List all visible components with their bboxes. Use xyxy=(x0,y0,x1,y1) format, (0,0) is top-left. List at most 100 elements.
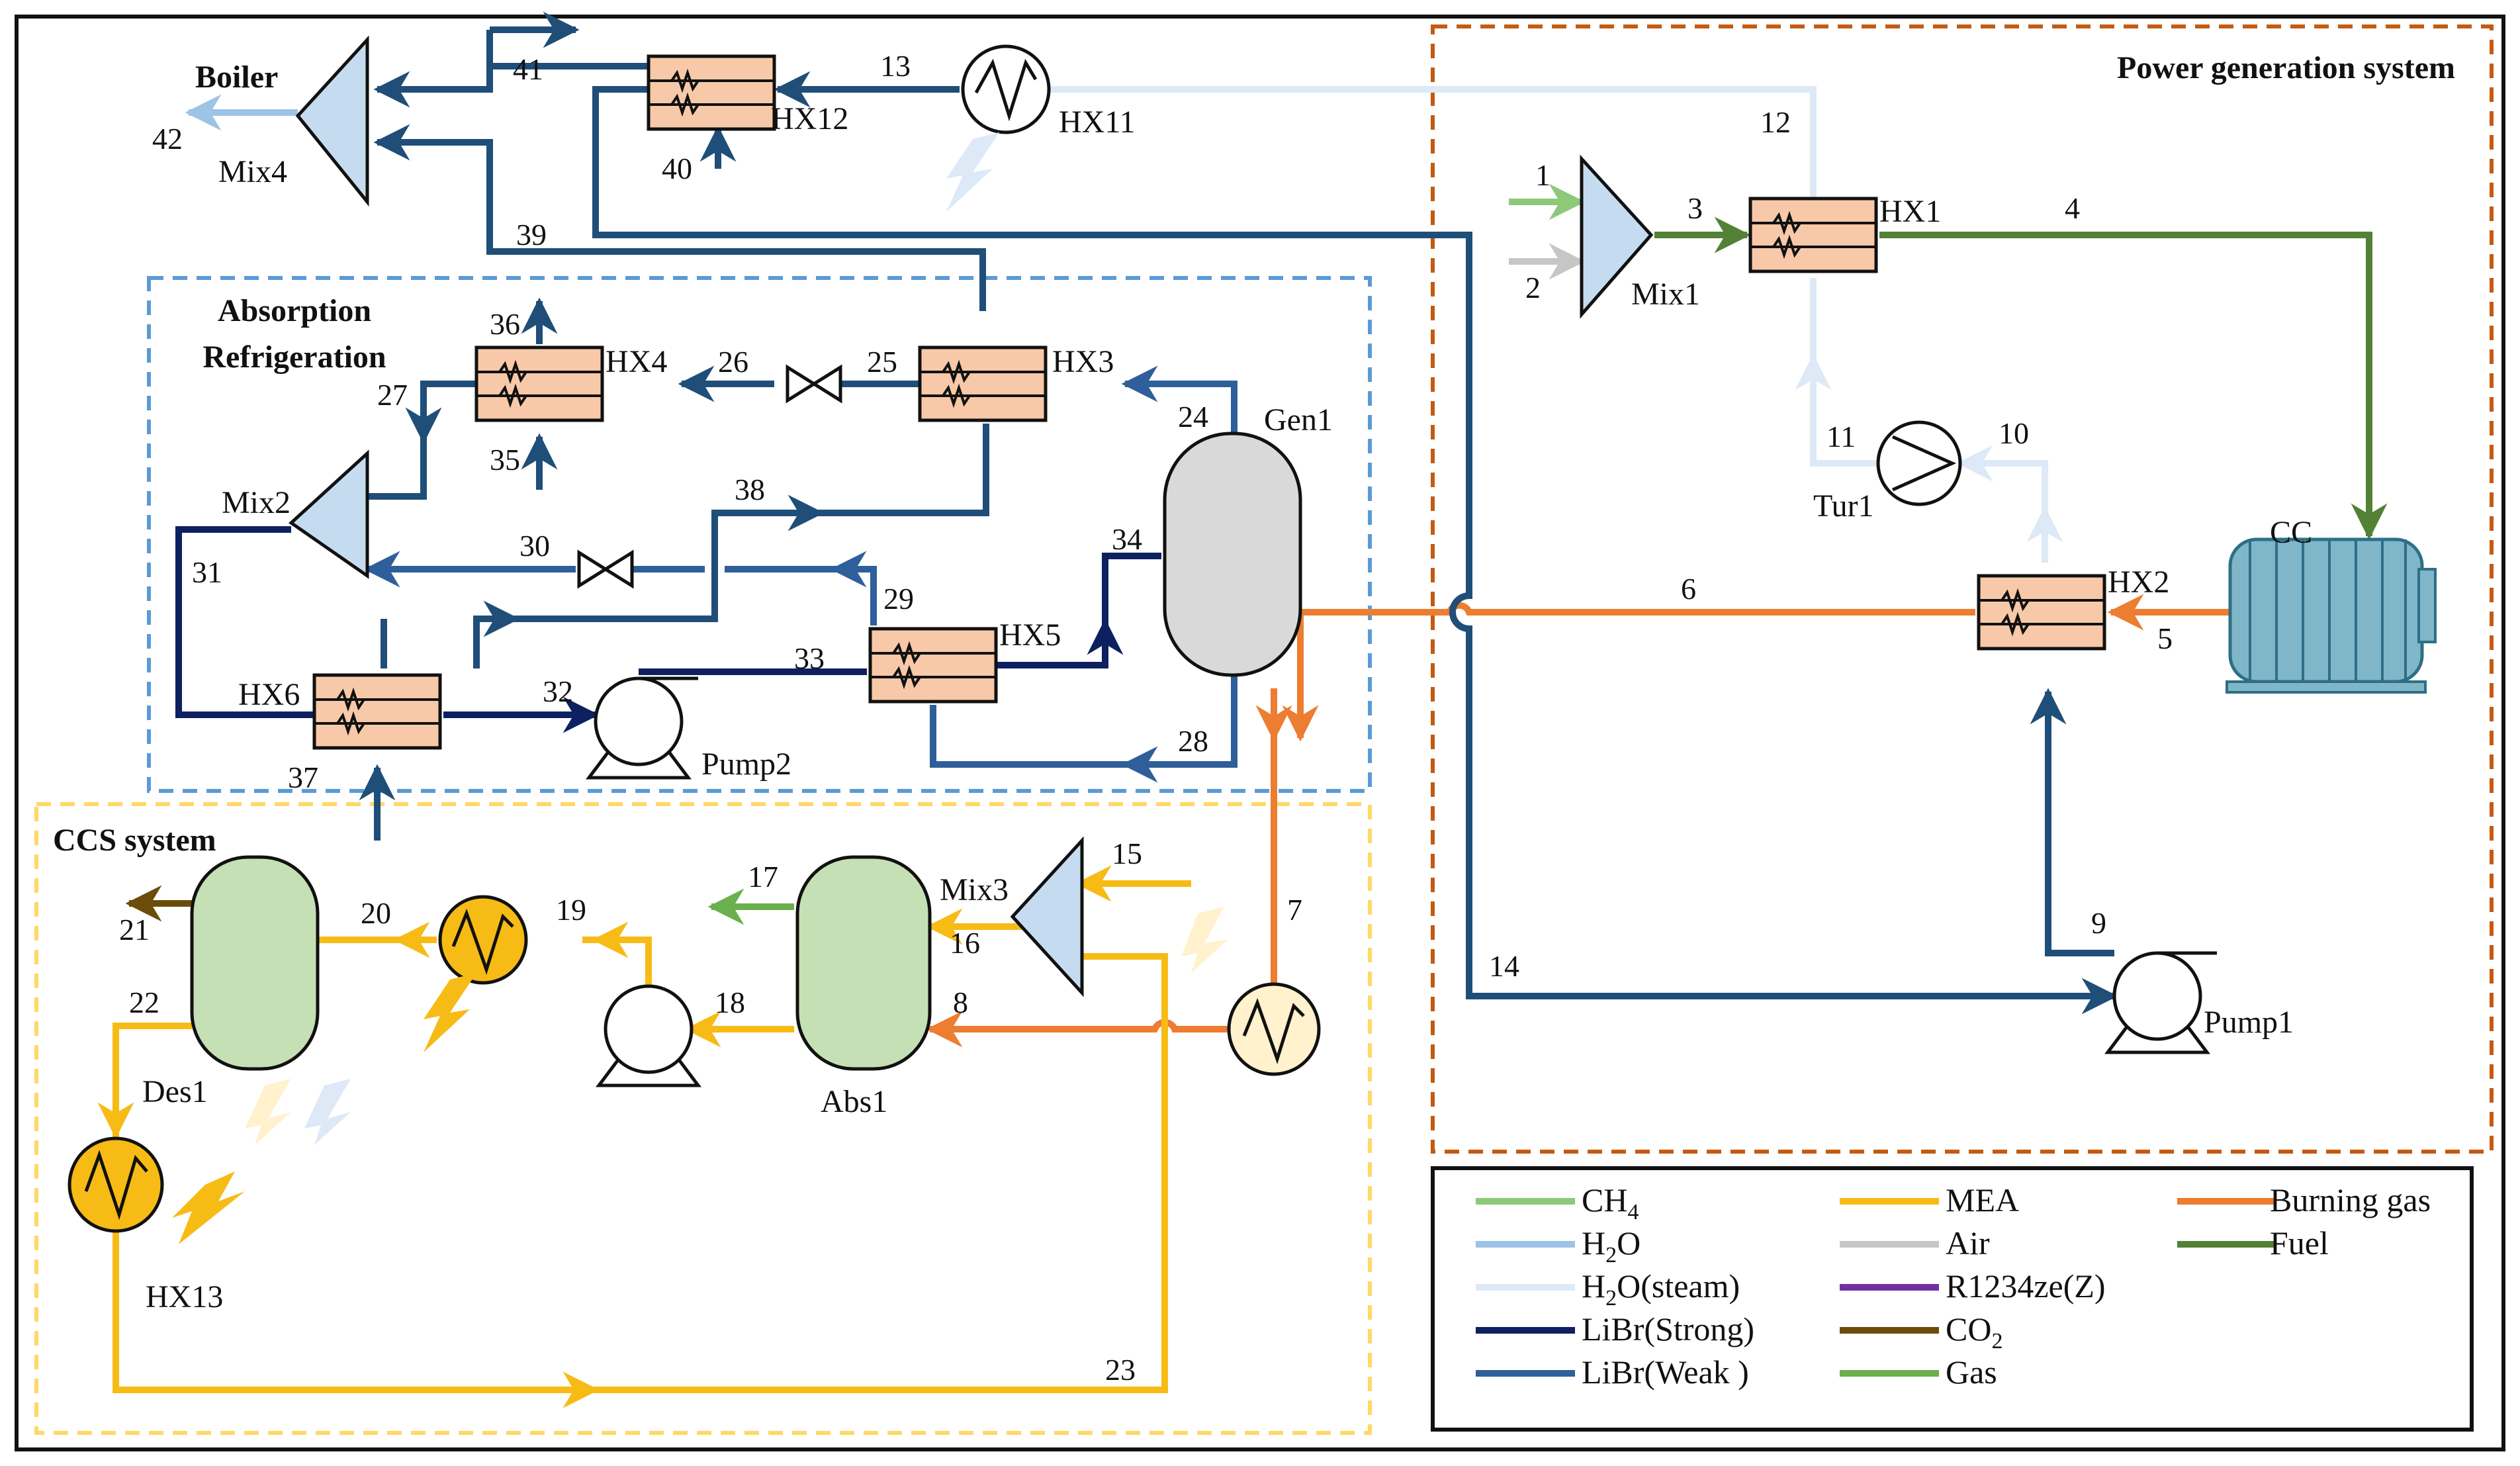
label-hx3: HX3 xyxy=(1052,344,1114,379)
stream-36-label: 36 xyxy=(490,307,520,341)
hx11-heater xyxy=(961,44,1051,134)
stream-31-label: 31 xyxy=(192,555,222,589)
stream-14-label: 14 xyxy=(1489,949,1519,983)
mix4-symbol xyxy=(295,35,369,207)
stream-40-label: 40 xyxy=(662,152,692,185)
stream-18-label: 18 xyxy=(715,985,745,1019)
mix2-symbol xyxy=(289,449,369,579)
stream-30-label: 30 xyxy=(519,529,550,563)
stream-24-label: 24 xyxy=(1178,400,1208,434)
label-cc: CC xyxy=(2270,515,2312,550)
outer-frame xyxy=(15,15,2505,1451)
legend-label-9: Gas xyxy=(1946,1353,1997,1391)
stream-27-label: 27 xyxy=(377,378,408,412)
stream-26-label: 26 xyxy=(718,345,748,379)
stream-12-line xyxy=(1049,86,1817,245)
stream-22-line xyxy=(97,1023,192,1139)
legend-label-4: LiBr(Weak ) xyxy=(1582,1353,1749,1391)
legend-label-6: Air xyxy=(1946,1224,1990,1261)
stream-41-label: 41 xyxy=(513,52,543,86)
label-abs1: Abs1 xyxy=(821,1084,887,1119)
label-hx13: HX13 xyxy=(146,1279,223,1314)
hx4-symbol xyxy=(476,347,602,420)
stream-29-line xyxy=(725,566,877,625)
stream-33-label: 33 xyxy=(794,641,825,675)
hx13-heater xyxy=(68,1136,164,1233)
absorption-system-box xyxy=(147,276,1372,793)
hx6-symbol xyxy=(314,675,440,748)
label-mix2: Mix2 xyxy=(222,485,291,520)
stream-10-label: 10 xyxy=(1999,416,2029,450)
ccs-system-title: CCS system xyxy=(53,823,216,858)
stream-5-label: 5 xyxy=(2157,621,2173,655)
stream-1-label: 1 xyxy=(1535,158,1551,192)
stream-32-label: 32 xyxy=(543,674,573,708)
label-hx4: HX4 xyxy=(606,344,667,379)
stream-14-line xyxy=(1029,232,2118,1015)
stream-11-label: 11 xyxy=(1826,420,1856,453)
valve-30 xyxy=(577,549,634,589)
stream-29-label: 29 xyxy=(883,582,914,616)
hx3-symbol xyxy=(920,347,1046,420)
label-hx12: HX12 xyxy=(771,101,848,136)
heat-arrow-des1 xyxy=(245,1079,351,1145)
gas-cooler xyxy=(1227,982,1321,1076)
label-hx11: HX11 xyxy=(1059,105,1136,140)
power-system-box xyxy=(1431,24,2494,1154)
stream-8-label: 8 xyxy=(953,985,968,1019)
stream-34-label: 34 xyxy=(1112,522,1142,556)
stream-7-label: 7 xyxy=(1287,893,1302,927)
stream-4-label: 4 xyxy=(2065,191,2080,225)
stream-6-line xyxy=(1282,602,1975,742)
legend-label-3: LiBr(Strong) xyxy=(1582,1310,1754,1348)
label-pump2: Pump2 xyxy=(701,747,791,782)
stream-9-label: 9 xyxy=(2091,906,2106,940)
valve-26 xyxy=(786,364,842,404)
mea-heater xyxy=(438,895,528,985)
legend-label-11: Fuel xyxy=(2270,1224,2329,1261)
stream-15-label: 15 xyxy=(1112,837,1142,870)
stream-6-label: 6 xyxy=(1681,572,1696,606)
absorption-title-line2: Refrigeration xyxy=(202,340,386,375)
stream-27b-line xyxy=(367,440,427,500)
legend-label-10: Burning gas xyxy=(2270,1181,2431,1218)
des1-column xyxy=(190,855,320,1071)
stream-25-label: 25 xyxy=(867,345,897,379)
gen1-vessel xyxy=(1163,432,1302,677)
mix1-symbol xyxy=(1580,154,1654,319)
stream-12-label: 12 xyxy=(1760,105,1791,139)
stream-8-line xyxy=(926,1011,1231,1048)
stream-11-line xyxy=(1795,353,1881,467)
stream-38-label: 38 xyxy=(735,473,765,506)
label-des1: Des1 xyxy=(142,1074,208,1109)
label-gen1: Gen1 xyxy=(1264,402,1333,437)
pump1-symbol xyxy=(2108,953,2217,1052)
abs1-column xyxy=(795,855,932,1071)
stream-35-label: 35 xyxy=(490,443,520,477)
power-system-title: Power generation system xyxy=(2117,50,2455,85)
cc-combustor xyxy=(2226,537,2437,694)
stream-39-line xyxy=(373,124,986,311)
hx1-symbol xyxy=(1750,199,1876,271)
stream-37-label: 37 xyxy=(288,760,318,794)
hx5-symbol xyxy=(870,629,996,702)
stream-28-label: 28 xyxy=(1178,724,1208,758)
stream-38-line xyxy=(473,424,989,668)
stream-21-label: 21 xyxy=(119,913,150,946)
heat-arrow-cooler xyxy=(1181,907,1228,973)
stream-23-label: 23 xyxy=(1105,1353,1136,1387)
legend-label-7: R1234ze(Z) xyxy=(1946,1267,2106,1305)
label-tur1: Tur1 xyxy=(1813,488,1874,524)
pump2-symbol xyxy=(589,678,698,778)
absorption-title-line1: Absorption xyxy=(218,293,371,328)
label-pump1: Pump1 xyxy=(2204,1005,2294,1040)
stream-20-label: 20 xyxy=(361,896,391,930)
heat-arrow-hx11 xyxy=(946,132,999,212)
label-mix1: Mix1 xyxy=(1631,277,1700,312)
legend-label-1: H2O xyxy=(1582,1224,1641,1267)
legend-box xyxy=(1431,1166,2474,1432)
stream-22-label: 22 xyxy=(129,985,159,1019)
stream-16-line xyxy=(112,953,1168,1393)
stream-2-label: 2 xyxy=(1525,271,1541,304)
